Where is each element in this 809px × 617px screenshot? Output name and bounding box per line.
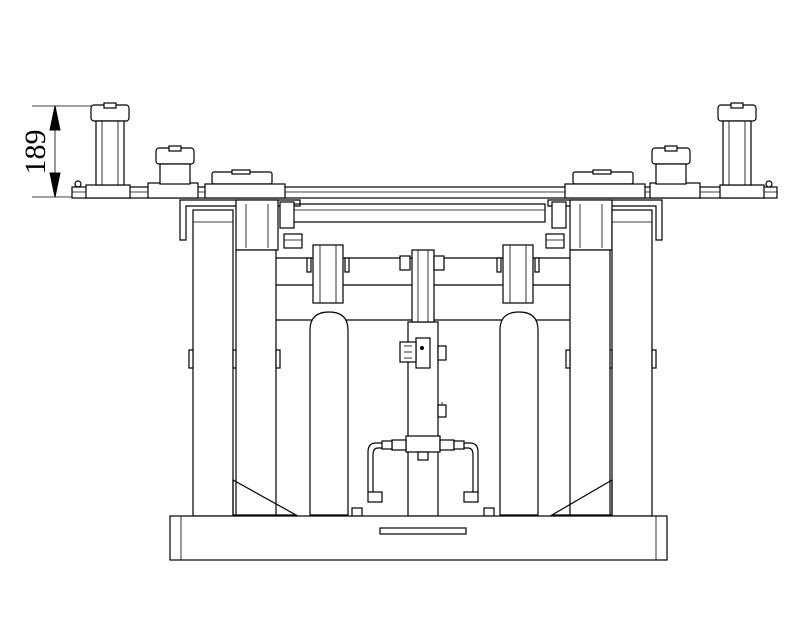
arrowhead-top: [49, 105, 61, 131]
lift-pad-right-outer: [717, 102, 757, 186]
lift-pad-left-low: [204, 169, 286, 199]
hydraulic-cylinder-right: [496, 244, 540, 516]
lift-pad-left-outer: [90, 102, 130, 186]
base-slot: [379, 527, 467, 535]
hose-fitting-left: [367, 491, 383, 503]
cross-beam: [282, 203, 546, 223]
arm-bar: [71, 186, 778, 199]
frame-bracket-right: [547, 199, 663, 251]
nut-left: [283, 233, 303, 249]
hydraulic-manifold: [381, 435, 465, 461]
lock-valve: [399, 337, 447, 369]
height-dimension: 189: [19, 105, 100, 198]
frame-bracket-left: [179, 199, 301, 251]
hydraulic-cylinder-left: [306, 244, 350, 516]
bolt-bottom-right: [483, 507, 495, 517]
top-arm-assembly: [71, 180, 778, 223]
column-right-inner: [565, 249, 611, 517]
column-right-outer: [607, 209, 657, 517]
hose-fitting-right: [463, 491, 479, 503]
lift-pad-right-inner: [651, 145, 691, 185]
hose-right-inner: [464, 447, 474, 498]
lift-pad-right-low: [564, 169, 646, 199]
gusset-left: [232, 478, 299, 516]
hose-left-inner: [372, 447, 382, 498]
arrowhead-bottom: [49, 172, 61, 198]
lift-pad-left-inner: [155, 145, 195, 185]
dimension-label: 189: [19, 130, 52, 175]
nut-right: [545, 233, 565, 249]
small-fitting: [437, 402, 447, 418]
center-post: [399, 249, 445, 517]
column-left-inner: [235, 249, 281, 517]
base-plate: [169, 515, 668, 561]
bolt-bottom-left: [351, 507, 363, 517]
gusset-right: [549, 478, 613, 516]
column-left-outer: [188, 209, 238, 517]
